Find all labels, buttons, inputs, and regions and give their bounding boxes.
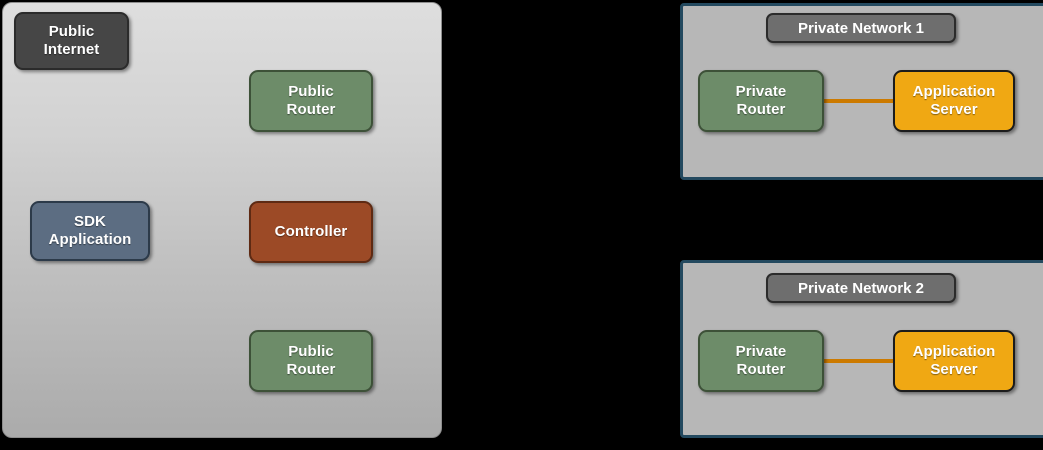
private-network-2-router[interactable]: Private Router <box>698 330 824 392</box>
node-public-internet-label: Public Internet <box>43 23 100 58</box>
node-public-internet[interactable]: Public Internet <box>14 12 129 70</box>
private-network-1-title: Private Network 1 <box>766 13 956 43</box>
private-network-2-app-server[interactable]: Application Server <box>893 330 1015 392</box>
private-network-2-title: Private Network 2 <box>766 273 956 303</box>
node-public-router-bottom[interactable]: Public Router <box>249 330 373 392</box>
private-network-2-app-server-label: Application Server <box>912 343 996 378</box>
private-network-2-link <box>818 359 900 363</box>
private-network-1-router-label: Private Router <box>735 83 787 118</box>
node-controller[interactable]: Controller <box>249 201 373 263</box>
private-network-2-title-label: Private Network 2 <box>798 279 924 297</box>
private-network-1-app-server[interactable]: Application Server <box>893 70 1015 132</box>
node-controller-label: Controller <box>274 223 348 241</box>
private-network-1-app-server-label: Application Server <box>912 83 996 118</box>
node-public-router-top[interactable]: Public Router <box>249 70 373 132</box>
node-public-router-bottom-label: Public Router <box>286 343 336 378</box>
private-network-1-title-label: Private Network 1 <box>798 19 924 37</box>
private-network-1-link <box>818 99 900 103</box>
private-network-1-router[interactable]: Private Router <box>698 70 824 132</box>
node-sdk-application[interactable]: SDK Application <box>30 201 150 261</box>
private-network-2-router-label: Private Router <box>735 343 787 378</box>
node-public-router-top-label: Public Router <box>286 83 336 118</box>
node-sdk-application-label: SDK Application <box>48 213 132 248</box>
